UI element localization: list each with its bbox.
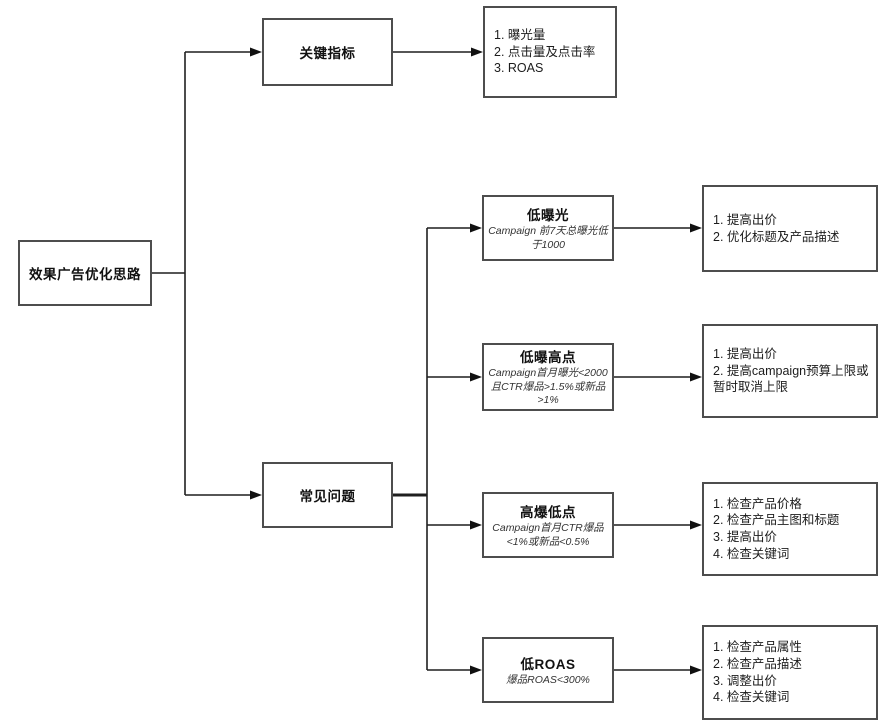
arrowhead: [690, 520, 702, 530]
root-label: 效果广告优化思路: [29, 267, 141, 282]
list-line: 4. 检查关键词: [713, 690, 790, 705]
issue-condition: Campaign首月CTR爆品<1%或新品<0.5%: [492, 522, 604, 548]
issue-node-low-roas: 低ROAS 爆品ROAS<300%: [482, 637, 614, 703]
metrics-list: 1. 曝光量 2. 点击量及点击率 3. ROAS: [494, 27, 609, 77]
actions-list: 1. 检查产品属性 2. 检查产品描述 3. 调整出价 4. 检查关键词: [713, 639, 870, 706]
arrowhead: [470, 372, 482, 382]
list-line: 3. 提高出价: [713, 530, 777, 544]
list-line: 3. 调整出价: [713, 673, 777, 688]
key-metrics-label: 关键指标: [299, 46, 356, 61]
arrowhead: [471, 47, 483, 57]
common-issues-node: 常见问题: [262, 462, 393, 528]
key-metrics-node: 关键指标: [262, 18, 393, 86]
issue-title: 低曝高点: [520, 350, 576, 366]
list-line: 1. 检查产品价格: [713, 496, 802, 511]
issue-node-low-exposure-high-ctr: 低曝高点 Campaign首月曝光<2000且CTR爆品>1.5%或新品>1%: [482, 343, 614, 411]
list-line: 2. 检查产品主图和标题: [713, 513, 840, 528]
issue-node-high-exposure-low-ctr: 高爆低点 Campaign首月CTR爆品<1%或新品<0.5%: [482, 492, 614, 558]
actions-box-high-exposure-low-ctr: 1. 检查产品价格 2. 检查产品主图和标题 3. 提高出价 4. 检查关键词: [702, 482, 878, 576]
list-line: 1. 曝光量: [494, 27, 546, 42]
issue-title: 低曝光: [527, 208, 569, 224]
list-line: 4. 检查关键词: [713, 546, 790, 561]
arrowhead: [470, 520, 482, 530]
actions-box-low-exposure: 1. 提高出价 2. 优化标题及产品描述: [702, 185, 878, 272]
list-line: 1. 提高出价: [713, 346, 777, 361]
issue-title: 高爆低点: [520, 505, 576, 521]
issue-title: 低ROAS: [520, 656, 576, 672]
root-node: 效果广告优化思路: [18, 240, 152, 306]
common-issues-label: 常见问题: [299, 489, 356, 504]
metrics-list-box: 1. 曝光量 2. 点击量及点击率 3. ROAS: [483, 6, 617, 98]
issue-node-low-exposure: 低曝光 Campaign 前7天总曝光低于1000: [482, 195, 614, 261]
actions-box-low-exposure-high-ctr: 1. 提高出价 2. 提高campaign预算上限或暂时取消上限: [702, 324, 878, 418]
issue-condition: 爆品ROAS<300%: [506, 673, 590, 686]
list-line: 2. 点击量及点击率: [494, 44, 596, 59]
arrowhead: [690, 665, 702, 675]
actions-list: 1. 提高出价 2. 优化标题及产品描述: [713, 212, 870, 246]
actions-list: 1. 检查产品价格 2. 检查产品主图和标题 3. 提高出价 4. 检查关键词: [713, 496, 870, 563]
list-line: 2. 检查产品描述: [713, 656, 802, 671]
arrowhead: [690, 223, 702, 233]
list-line: 2. 提高campaign预算上限或暂时取消上限: [713, 363, 869, 395]
arrowhead: [470, 665, 482, 675]
actions-list: 1. 提高出价 2. 提高campaign预算上限或暂时取消上限: [713, 346, 870, 396]
arrowhead: [250, 490, 262, 500]
issue-condition: Campaign 前7天总曝光低于1000: [488, 225, 608, 251]
actions-box-low-roas: 1. 检查产品属性 2. 检查产品描述 3. 调整出价 4. 检查关键词: [702, 625, 878, 720]
list-line: 1. 提高出价: [713, 212, 777, 227]
list-line: 3. ROAS: [494, 61, 544, 76]
issue-condition: Campaign首月曝光<2000且CTR爆品>1.5%或新品>1%: [488, 367, 608, 407]
arrowhead: [690, 372, 702, 382]
list-line: 2. 优化标题及产品描述: [713, 229, 840, 244]
arrowhead: [250, 47, 262, 57]
arrowhead: [470, 223, 482, 233]
list-line: 1. 检查产品属性: [713, 640, 802, 654]
